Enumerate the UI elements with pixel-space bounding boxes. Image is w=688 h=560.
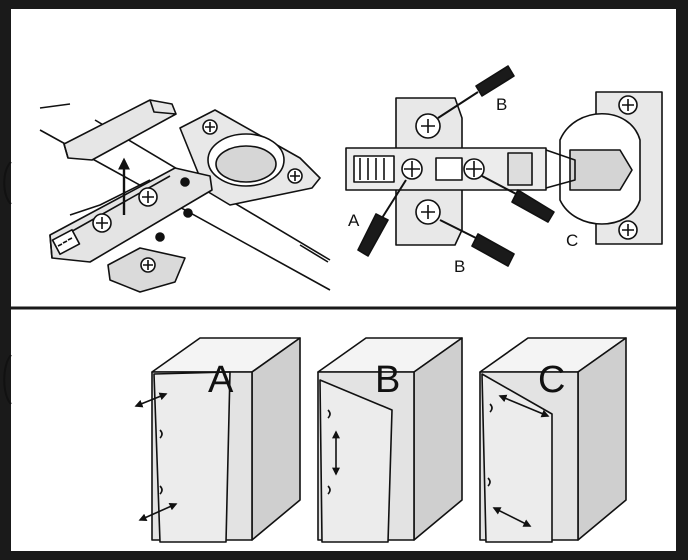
cabinet-b — [317, 337, 463, 543]
hinge-cover-illustration — [39, 99, 331, 293]
screwdriver-icon — [357, 179, 407, 257]
screwdriver-icon — [437, 65, 515, 119]
screw-label-b-bottom: B — [454, 257, 465, 276]
hinge-adjustment-illustration — [345, 65, 663, 267]
screwdriver-icon — [439, 219, 515, 267]
screw-label-c: C — [566, 231, 578, 250]
cabinet-a-label: A — [208, 359, 234, 401]
cabinet-c — [479, 337, 627, 543]
screw-label-a: A — [348, 211, 360, 230]
cabinet-c-label: C — [538, 359, 565, 401]
cabinet-b-label: B — [375, 359, 400, 401]
cabinet-a — [134, 337, 301, 543]
screwdriver-icon — [481, 175, 555, 223]
screw-label-b-top: B — [496, 95, 507, 114]
